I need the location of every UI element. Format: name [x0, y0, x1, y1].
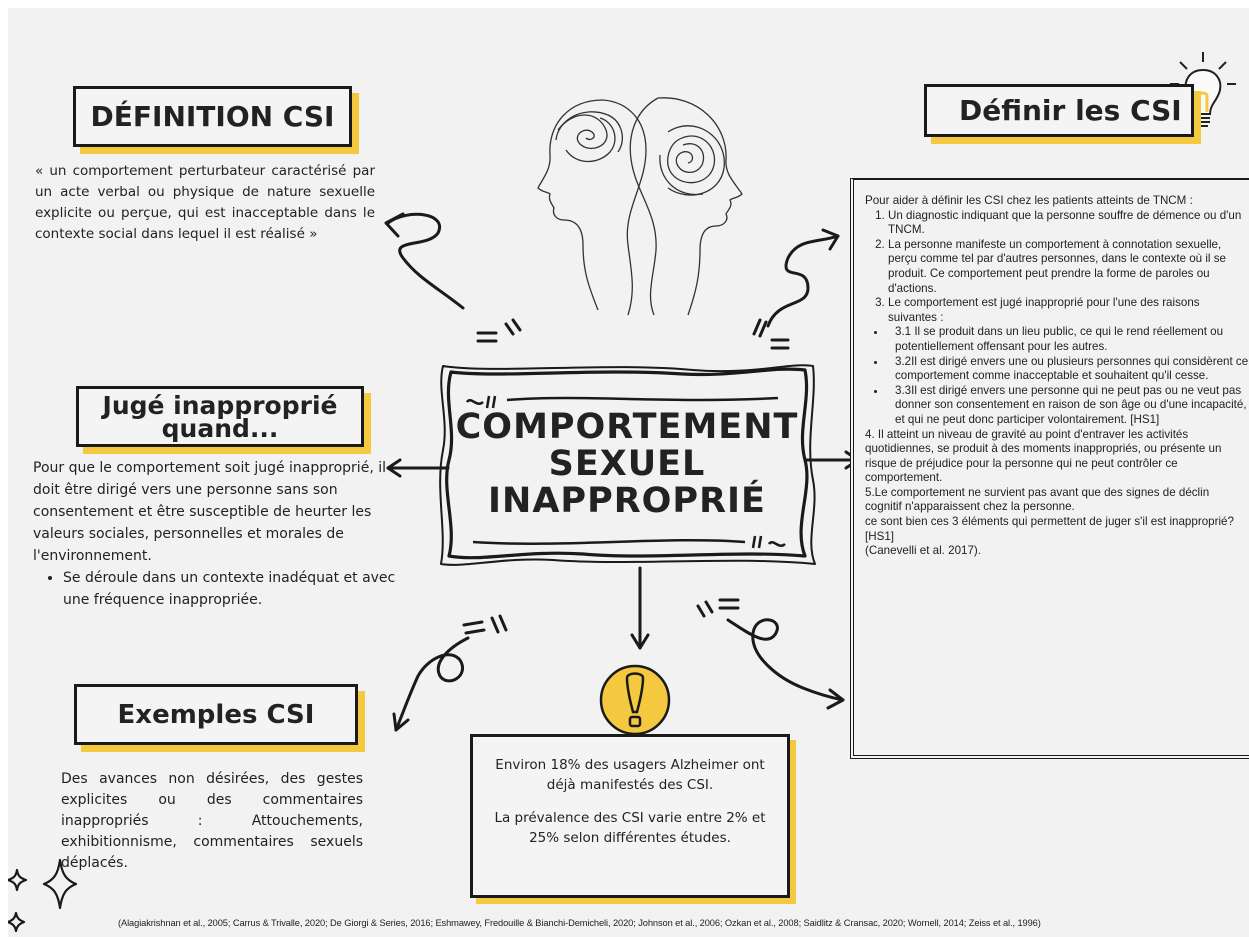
define-citation: (Canevelli et al. 2017). — [865, 544, 981, 558]
define-title-box: Définir les CSI — [924, 84, 1194, 137]
define-intro: Pour aider à définir les CSI chez les pa… — [865, 194, 1193, 207]
judged-text-block: Pour que le comportement soit jugé inapp… — [33, 457, 398, 611]
definition-text: « un comportement perturbateur caractéri… — [35, 163, 375, 242]
examples-title: Exemples CSI — [117, 699, 315, 730]
center-frame — [439, 364, 816, 566]
examples-title-box: Exemples CSI — [74, 684, 358, 745]
define-sublist: 3.1 Il se produit dans un lieu public, c… — [865, 325, 1249, 427]
define-sub-3: 3.3Il est dirigé envers une personne qui… — [887, 384, 1249, 428]
definition-title: DÉFINITION CSI — [90, 99, 335, 133]
examples-text: Des avances non désirées, des gestes exp… — [61, 771, 363, 871]
quote-marks-icon — [465, 395, 786, 549]
define-item-1: Un diagnostic indiquant que la personne … — [888, 209, 1249, 238]
define-item-3: Le comportement est jugé inapproprié pou… — [888, 296, 1249, 325]
references: (Alagiakrishnan et al., 2005; Carrus & T… — [118, 918, 1041, 928]
definition-title-box: DÉFINITION CSI — [73, 86, 352, 147]
judged-text: Pour que le comportement soit jugé inapp… — [33, 460, 386, 564]
define-para-5: 5.Le comportement ne survient pas avant … — [865, 485, 1210, 514]
center-title-line2: SEXUEL — [548, 443, 706, 484]
lightbulb-icon — [1170, 52, 1236, 127]
sparkle-star-icon — [8, 858, 78, 933]
center-title-line3: INAPPROPRIÉ — [488, 480, 766, 521]
define-sub-1: 3.1 Il se produit dans un lieu public, c… — [887, 325, 1249, 354]
stats-p2: La prévalence des CSI varie entre 2% et … — [494, 810, 766, 846]
infographic-poster: DÉFINITION CSI Définir les CSI Jugé inap… — [8, 8, 1249, 937]
brain-heads-illustration — [537, 97, 743, 316]
judged-title-box: Jugé inapproprié quand... — [76, 386, 364, 447]
define-title: Définir les CSI — [959, 93, 1182, 127]
define-sub-2: 3.2Il est dirigé envers une ou plusieurs… — [887, 355, 1249, 384]
define-list: Un diagnostic indiquant que la personne … — [865, 209, 1249, 326]
curly-arrow-icon — [384, 212, 522, 343]
define-para-4: 4. Il atteint un niveau de gravité au po… — [865, 427, 1222, 485]
define-para-6: ce sont bien ces 3 éléments qui permette… — [865, 515, 1234, 543]
stats-content: Environ 18% des usagers Alzheimer ont dé… — [473, 737, 787, 848]
stats-box: Environ 18% des usagers Alzheimer ont dé… — [470, 734, 790, 898]
judged-bullets: Se déroule dans un contexte inadéquat et… — [33, 567, 398, 611]
define-item-2: La personne manifeste un comportement à … — [888, 238, 1249, 296]
stats-p1: Environ 18% des usagers Alzheimer ont dé… — [495, 757, 765, 793]
judged-title-line1: Jugé inapproprié — [102, 390, 338, 420]
center-title: COMPORTEMENT SEXUEL INAPPROPRIÉ — [453, 374, 801, 554]
exclamation-icon — [599, 664, 671, 736]
judged-title-line2: quand... — [161, 413, 279, 443]
define-content: Pour aider à définir les CSI chez les pa… — [865, 194, 1249, 559]
judged-bullet: Se déroule dans un contexte inadéquat et… — [63, 567, 398, 611]
center-title-line1: COMPORTEMENT — [455, 406, 799, 447]
define-panel — [850, 178, 1249, 759]
